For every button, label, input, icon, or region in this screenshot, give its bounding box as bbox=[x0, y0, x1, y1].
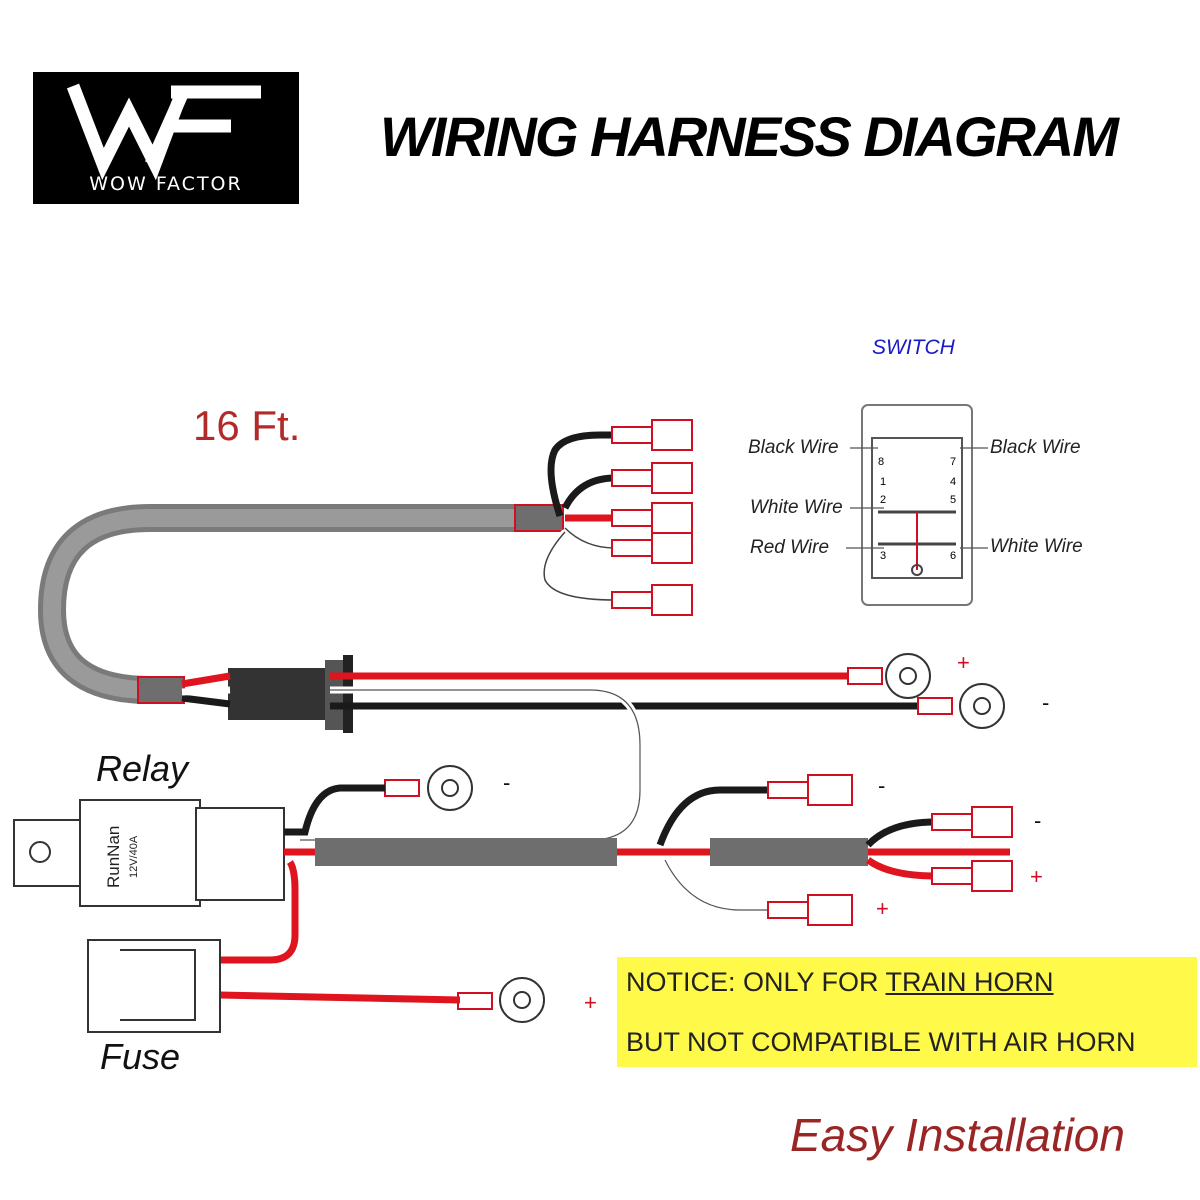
notice-line-1: NOTICE: ONLY FOR TRAIN HORN bbox=[626, 967, 1054, 998]
polarity-sign: - bbox=[1042, 690, 1050, 715]
branch-red-right bbox=[865, 857, 936, 880]
polarity-sign: - bbox=[503, 770, 511, 795]
polarity-sign: - bbox=[1034, 808, 1042, 833]
branch-black-top bbox=[656, 786, 770, 847]
switch-connectors bbox=[611, 419, 693, 616]
harness-connector bbox=[228, 655, 353, 733]
sleeve-1 bbox=[315, 838, 617, 866]
relay-icon bbox=[13, 799, 285, 907]
sleeve-2 bbox=[710, 838, 868, 866]
switch-label-white-wire-left: White Wire bbox=[750, 497, 843, 518]
polarity-sign: + bbox=[584, 990, 597, 1015]
branch-white bbox=[661, 858, 770, 914]
pin-label: 6 bbox=[950, 550, 957, 562]
switch-label-black-wire-right: Black Wire bbox=[990, 437, 1081, 458]
polarity-sign: + bbox=[876, 896, 889, 921]
brand-logo: WOW FACTOR bbox=[33, 72, 299, 204]
pin-label: 3 bbox=[880, 550, 887, 562]
polarity-sign: + bbox=[1030, 864, 1043, 889]
relay-wire-red-fuse bbox=[220, 860, 299, 964]
page-title: WIRING HARNESS DIAGRAM bbox=[380, 105, 1119, 168]
fuse-wire-red bbox=[219, 991, 461, 1004]
pin-label: 7 bbox=[950, 456, 957, 468]
switch-label-white-wire-right: White Wire bbox=[990, 536, 1083, 557]
switch-wire-white-1 bbox=[562, 525, 616, 552]
brand-name: WOW FACTOR bbox=[89, 173, 243, 195]
polarity-sign: + bbox=[957, 650, 970, 675]
fuse-label: Fuse bbox=[100, 1036, 181, 1077]
notice-prefix: NOTICE: ONLY FOR bbox=[626, 967, 886, 997]
notice-line-2: BUT NOT COMPATIBLE WITH AIR HORN bbox=[626, 1027, 1136, 1057]
spade-terminals bbox=[767, 774, 1013, 926]
polarity-sign: - bbox=[878, 773, 886, 798]
wire-red-plus bbox=[181, 672, 850, 688]
pin-label: 8 bbox=[878, 456, 885, 468]
pin-label: 1 bbox=[880, 476, 887, 488]
branch-black-right bbox=[865, 818, 936, 848]
switch-wire-black-1 bbox=[547, 431, 615, 518]
cable-length-label: 16 Ft. bbox=[193, 402, 301, 449]
pin-label: 2 bbox=[880, 494, 887, 506]
switch-label-black-wire-left: Black Wire bbox=[748, 437, 839, 458]
pin-label: 5 bbox=[950, 494, 957, 506]
relay-rating: 12V/40A bbox=[128, 835, 140, 878]
switch-title: SWITCH bbox=[872, 336, 955, 359]
main-cable bbox=[37, 504, 545, 704]
switch-label-red-wire: Red Wire bbox=[750, 537, 830, 558]
notice-box: NOTICE: ONLY FOR TRAIN HORN BUT NOT COMP… bbox=[617, 957, 1197, 1067]
rocker-switch bbox=[861, 404, 973, 606]
relay-wire-black bbox=[284, 784, 385, 836]
switch-wire-black-2 bbox=[561, 474, 616, 510]
pin-label: 4 bbox=[950, 476, 957, 488]
footer-tagline: Easy Installation bbox=[790, 1109, 1125, 1161]
relay-brand: RunNan bbox=[104, 825, 123, 888]
notice-emphasis: TRAIN HORN bbox=[885, 967, 1054, 997]
relay-label: Relay bbox=[96, 748, 189, 789]
fuse-holder-icon bbox=[87, 939, 221, 1033]
cable-sleeve-bottom bbox=[137, 676, 185, 704]
wf-monogram-icon bbox=[66, 83, 261, 181]
